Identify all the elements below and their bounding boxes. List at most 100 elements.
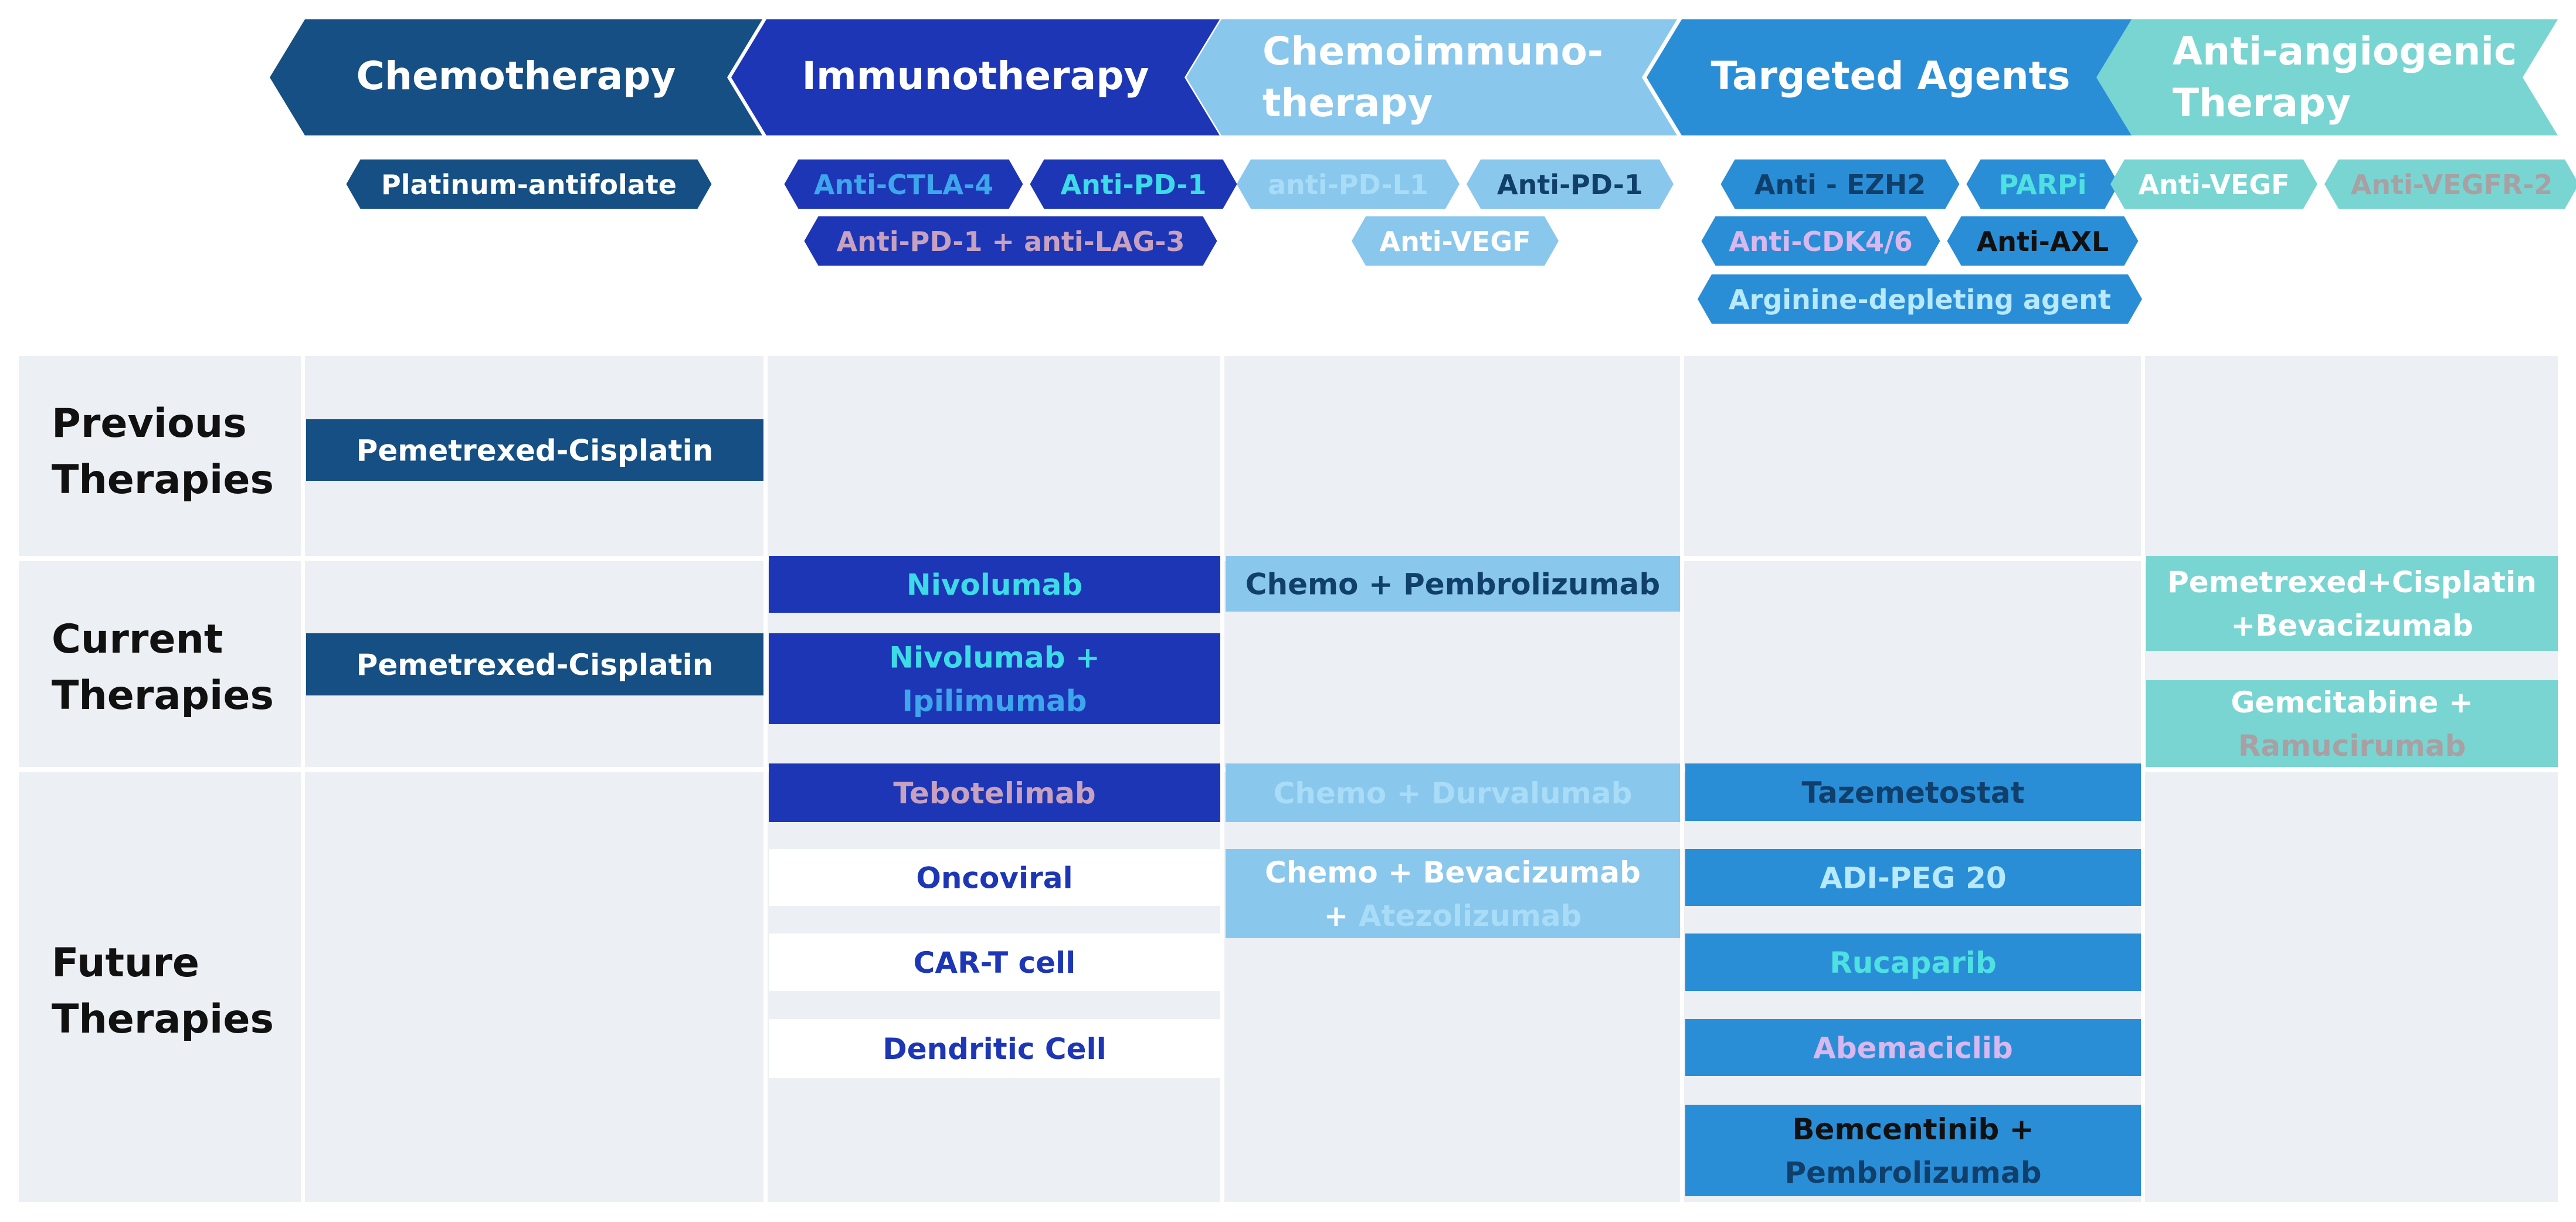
- drug-class-label-part: Anti-CTLA-4: [814, 169, 993, 201]
- category-chevron: [1186, 19, 1677, 135]
- therapy-box-shape: [1685, 934, 2141, 991]
- drug-class-shape: [1467, 159, 1674, 209]
- therapy-box-shape: [1685, 763, 2141, 821]
- therapy-label: CAR-T cell: [914, 946, 1076, 980]
- drug-class-label-part: Anti-CDK4/6: [1729, 226, 1913, 257]
- drug-class-label: Anti-AXL: [1977, 226, 2109, 257]
- category-header-targeted: Targeted Agents: [1647, 19, 2134, 135]
- drug-class-pill: Anti-PD-1: [1467, 159, 1674, 209]
- drug-class-shape: [784, 159, 1023, 209]
- therapy-box: Pemetrexed-Cisplatin: [306, 419, 763, 481]
- therapy-box-shape: [1226, 849, 1680, 938]
- therapy-box-shape: [1226, 556, 1680, 612]
- therapy-label-part: Chemo + Pembrolizumab: [1245, 568, 1660, 602]
- drug-class-label: Anti - EZH2: [1754, 169, 1926, 201]
- category-title: Chemoimmuno-: [1262, 29, 1603, 74]
- therapy-box-shape: [1685, 1019, 2141, 1076]
- grid-cell: [1684, 356, 2141, 556]
- row-label: Future: [52, 940, 199, 986]
- therapy-box: Chemo + Bevacizumab+ Atezolizumab: [1226, 849, 1680, 938]
- grid-cell: [1224, 772, 1680, 1202]
- drug-class-label: Arginine-depleting agent: [1729, 284, 2111, 315]
- category-title: Anti-angiogenic: [2173, 29, 2517, 74]
- therapy-box: Chemo + Pembrolizumab: [1226, 556, 1680, 612]
- drug-class-pill: Anti-CDK4/6: [1701, 216, 1940, 266]
- therapy-box-shape: [769, 1019, 1220, 1078]
- therapy-label: Tebotelimab: [893, 776, 1095, 810]
- drug-class-shape: [1352, 216, 1559, 266]
- therapy-label: Pemetrexed+Cisplatin: [2167, 565, 2537, 599]
- drug-class-shape: [1720, 159, 1960, 209]
- category-chevron: [270, 19, 762, 135]
- therapy-label-part: Gemcitabine +: [2231, 685, 2473, 719]
- drug-class-pill: Anti-PD-1: [1030, 159, 1237, 209]
- therapy-label-part: Pembrolizumab: [1784, 1156, 2041, 1190]
- drug-class-label: PARPi: [1999, 169, 2087, 201]
- therapy-label-part: +: [1324, 899, 1359, 933]
- therapy-box: Pemetrexed+Cisplatin +Bevacizumab: [2146, 556, 2558, 651]
- therapy-box-shape: [2146, 680, 2558, 767]
- therapy-label: Chemo + Durvalumab: [1274, 776, 1633, 810]
- drug-class-label-part: Anti-PD-1: [1060, 169, 1206, 201]
- grid-cell: [2145, 772, 2558, 1202]
- therapy-label: Oncoviral: [916, 861, 1073, 895]
- therapy-label-part: Pemetrexed-Cisplatin: [357, 434, 714, 468]
- drug-class-label-part: Anti-AXL: [1977, 226, 2109, 257]
- therapy-label-part: Pemetrexed+Cisplatin: [2167, 565, 2537, 599]
- drug-class-shape: [346, 159, 712, 209]
- drug-class-label: anti-PD-L1: [1268, 169, 1428, 201]
- drug-class-shape: [1698, 274, 2142, 324]
- drug-class-label: Anti-CDK4/6: [1729, 226, 1913, 257]
- therapy-box: Chemo + Durvalumab: [1226, 763, 1680, 822]
- category-chevron: [731, 19, 1220, 135]
- therapy-label-part: Oncoviral: [916, 861, 1073, 895]
- drug-class-pill: Anti-VEGFR-2: [2324, 159, 2576, 209]
- category-chevron: [1647, 19, 2134, 135]
- row-label: Therapies: [52, 673, 274, 719]
- therapy-box: Rucaparib: [1685, 934, 2141, 991]
- therapy-label-part: Chemo + Bevacizumab: [1265, 856, 1641, 890]
- therapy-label-part: Nivolumab +: [889, 641, 1100, 675]
- drug-class-shape: [2110, 159, 2317, 209]
- therapy-label-part: Bemcentinib +: [1792, 1112, 2034, 1146]
- row-label: Therapies: [52, 996, 274, 1043]
- therapy-box-shape: [306, 633, 763, 695]
- row-label-cell: [19, 561, 301, 767]
- grid-cell: [2145, 356, 2558, 556]
- therapy-box-shape: [1685, 849, 2141, 906]
- category-title: Targeted Agents: [1710, 53, 2070, 99]
- therapy-label: Chemo + Pembrolizumab: [1245, 568, 1660, 602]
- therapy-box: Nivolumab: [769, 556, 1220, 613]
- therapy-label: Pemetrexed-Cisplatin: [357, 434, 714, 468]
- therapy-label: Ramucirumab: [2238, 729, 2466, 763]
- drug-class-label-part: Platinum-antifolate: [381, 169, 677, 201]
- drug-class-shape: [1030, 159, 1237, 209]
- category-chevron: [2096, 19, 2558, 135]
- therapy-label: Bemcentinib +: [1792, 1112, 2034, 1146]
- therapy-box-shape: [1685, 1105, 2141, 1196]
- drug-class-label-part: anti-PD-L1: [1268, 169, 1428, 201]
- therapy-label: +Bevacizumab: [2231, 609, 2473, 643]
- drug-class-shape: [1947, 216, 2139, 266]
- drug-class-label-part: PARPi: [1999, 169, 2087, 201]
- drug-class-shape: [804, 216, 1217, 266]
- drug-class-label: Anti-PD-1 + anti-LAG-3: [836, 226, 1185, 257]
- drug-class-label: Anti-CTLA-4: [814, 169, 993, 201]
- therapy-label-part: Pemetrexed-Cisplatin: [357, 648, 714, 682]
- therapy-label-part: +Bevacizumab: [2231, 609, 2473, 643]
- category-header-immuno: Immunotherapy: [731, 19, 1220, 135]
- category-title: Chemotherapy: [357, 53, 676, 99]
- therapy-box-shape: [769, 934, 1220, 991]
- row-label-layer: PreviousTherapiesCurrentTherapiesFutureT…: [52, 400, 274, 1043]
- drug-class-label-part: Anti-PD-1: [1497, 169, 1643, 201]
- drug-class-pill: Arginine-depleting agent: [1698, 274, 2142, 324]
- therapy-label-part: Tazemetostat: [1802, 776, 2025, 810]
- therapy-box-shape: [1226, 763, 1680, 822]
- row-label: Previous: [52, 400, 247, 447]
- therapy-label-part: Abemaciclib: [1813, 1031, 2013, 1065]
- drug-class-label-part: Anti-PD-1 + anti-LAG-3: [836, 226, 1185, 257]
- drug-class-shape: [1237, 159, 1460, 209]
